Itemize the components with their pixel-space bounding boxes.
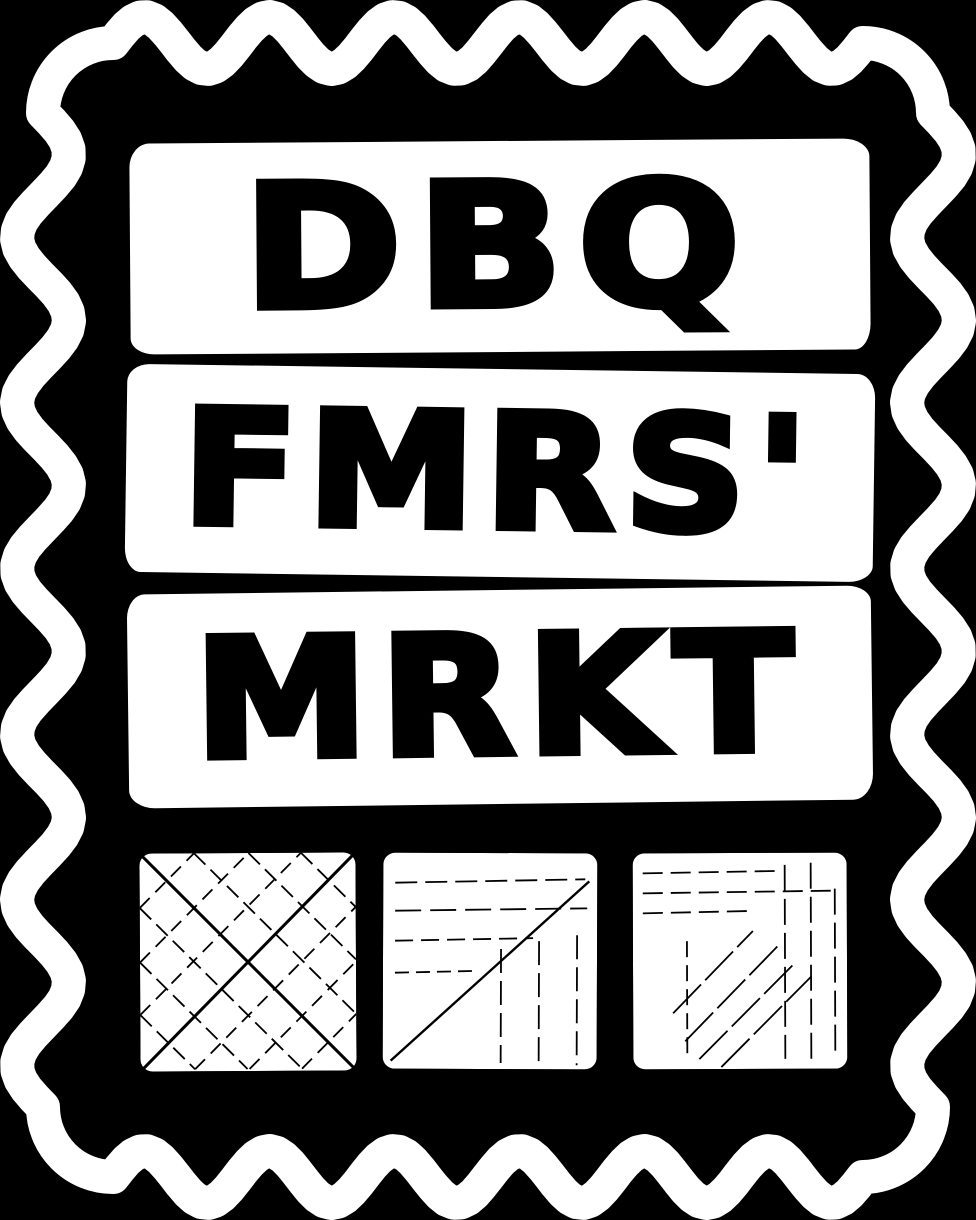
- logo-text-line-2: FMRS': [177, 372, 823, 573]
- banner-line-3: MRKT: [126, 585, 874, 809]
- banner-line-1: DBQ: [129, 138, 871, 355]
- mixed-hatch-swatch-icon: [632, 852, 848, 1070]
- logo-text-line-3: MRKT: [189, 593, 811, 800]
- logo-text-line-1: DBQ: [239, 141, 761, 351]
- rows-diagonal-swatch-icon: [382, 852, 598, 1070]
- crosshatch-swatch-icon: [139, 852, 357, 1072]
- banner-line-2: FMRS': [124, 363, 876, 583]
